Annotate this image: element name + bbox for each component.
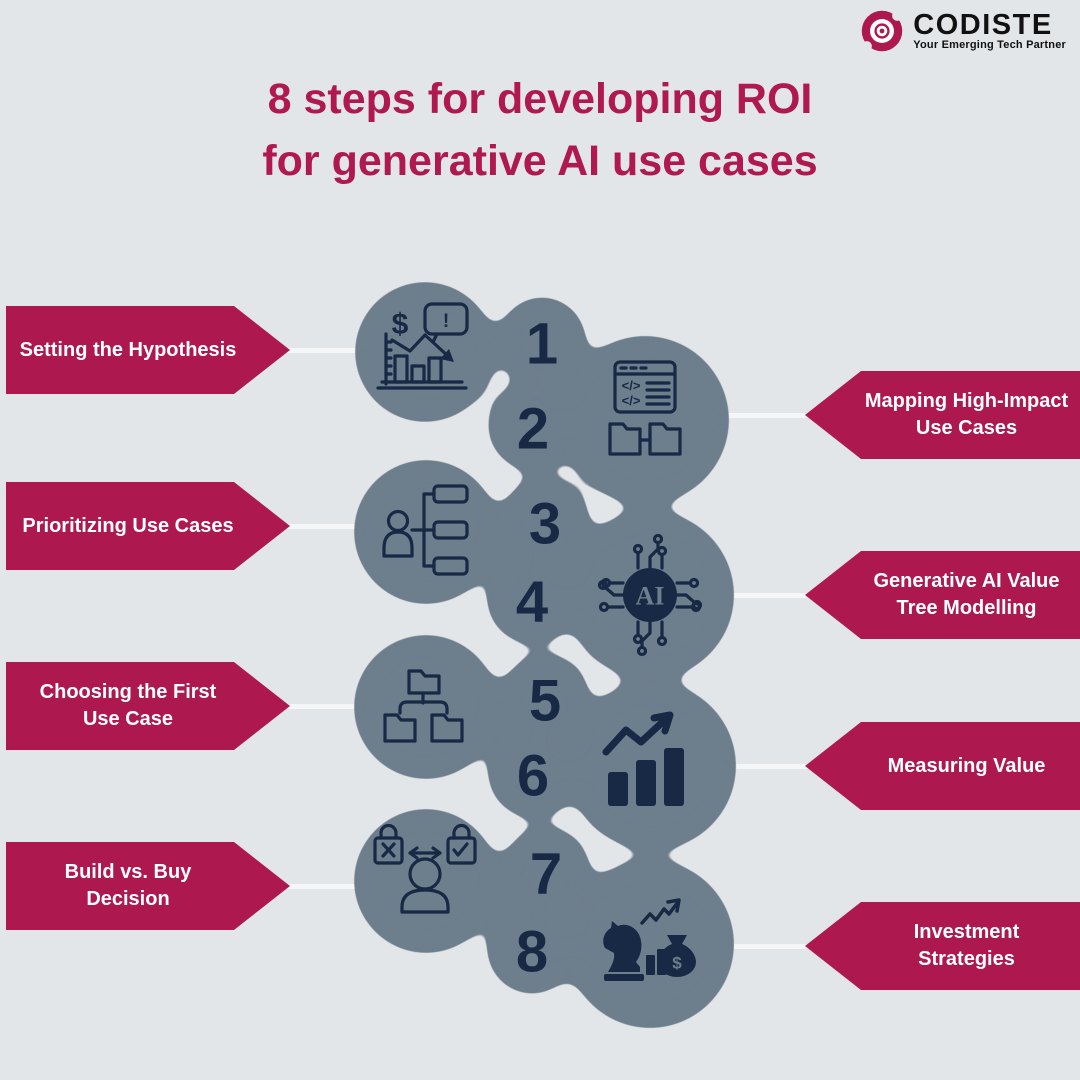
step-4-label: Generative AI Value — [873, 570, 1060, 592]
step-5-label-line2: Use Case — [82, 708, 174, 730]
connector-line-4 — [620, 593, 850, 598]
investment-strategy-icon: $ — [603, 898, 696, 981]
step-banner-7: Build vs. Buy Decision — [6, 842, 290, 930]
step-number-7: 7 — [530, 842, 562, 907]
step-3-label: Prioritizing Use Cases — [22, 514, 234, 537]
svg-text:</>: </> — [622, 393, 641, 408]
connector-line-2 — [620, 413, 850, 418]
codiste-logo-icon — [862, 10, 903, 52]
hypothesis-chart-icon: $ ! — [376, 302, 469, 390]
svg-text:</>: </> — [622, 378, 641, 393]
title-line-2: for generative AI use cases — [262, 137, 818, 185]
blob-chain — [354, 282, 736, 1028]
logo-tagline: Your Emerging Tech Partner — [913, 39, 1066, 51]
step-number-1: 1 — [526, 312, 558, 377]
connector-line-8 — [620, 944, 850, 949]
step-7-label: Build vs. Buy — [64, 861, 192, 883]
connector-line-7 — [240, 884, 460, 889]
step-banner-2: Mapping High-Impact Use Cases — [805, 371, 1080, 459]
svg-text:$: $ — [672, 954, 682, 973]
step-number-2: 2 — [517, 397, 549, 462]
folder-tree-icon — [383, 669, 464, 743]
title-line-1: 8 steps for developing ROI — [267, 75, 813, 123]
generative-ai-chip-icon: AI — [597, 533, 703, 657]
svg-text:!: ! — [443, 311, 449, 332]
logo-text: CODISTE Your Emerging Tech Partner — [913, 9, 1066, 52]
step-icons: $ ! — [373, 302, 703, 981]
logo: CODISTE Your Emerging Tech Partner — [859, 8, 1066, 54]
step-banner-1: Setting the Hypothesis — [6, 306, 290, 394]
step-8-label: Investment — [913, 921, 1020, 943]
measuring-value-chart-icon — [602, 711, 684, 806]
step-8-label-line2: Strategies — [918, 948, 1015, 970]
step-number-6: 6 — [517, 744, 549, 809]
connector-line-1 — [240, 348, 460, 353]
step-number-4: 4 — [516, 570, 548, 635]
step-7-label-line2: Decision — [86, 888, 170, 910]
step-banner-6: Measuring Value — [805, 722, 1080, 810]
connector-line-3 — [240, 524, 460, 529]
step-number-5: 5 — [529, 669, 561, 734]
step-banner-3: Prioritizing Use Cases — [6, 482, 290, 570]
step-2-label: Mapping High-Impact — [864, 390, 1069, 412]
step-1-label: Setting the Hypothesis — [19, 338, 237, 361]
step-2-label-line2: Use Cases — [915, 417, 1018, 439]
step-4-label-line2: Tree Modelling — [896, 597, 1037, 619]
svg-text:$: $ — [392, 308, 409, 341]
logo-name: CODISTE — [913, 9, 1053, 41]
step-number-8: 8 — [516, 920, 548, 985]
step-number-3: 3 — [529, 492, 561, 557]
step-banner-8: Investment Strategies — [805, 902, 1080, 990]
prioritization-hierarchy-icon — [382, 484, 469, 576]
code-window-folders-icon: </> </> — [608, 360, 682, 456]
page-title: 8 steps for developing ROI for generativ… — [0, 68, 1080, 192]
step-6-label: Measuring Value — [887, 754, 1046, 777]
build-vs-buy-icon — [373, 823, 477, 914]
step-5-label: Choosing the First — [39, 681, 217, 703]
svg-text:AI: AI — [636, 582, 665, 611]
step-banner-4: Generative AI Value Tree Modelling — [805, 551, 1080, 639]
step-numbers: 1 2 3 4 5 6 7 8 — [516, 312, 562, 985]
connector-line-5 — [240, 704, 460, 709]
step-banner-5: Choosing the First Use Case — [6, 662, 290, 750]
